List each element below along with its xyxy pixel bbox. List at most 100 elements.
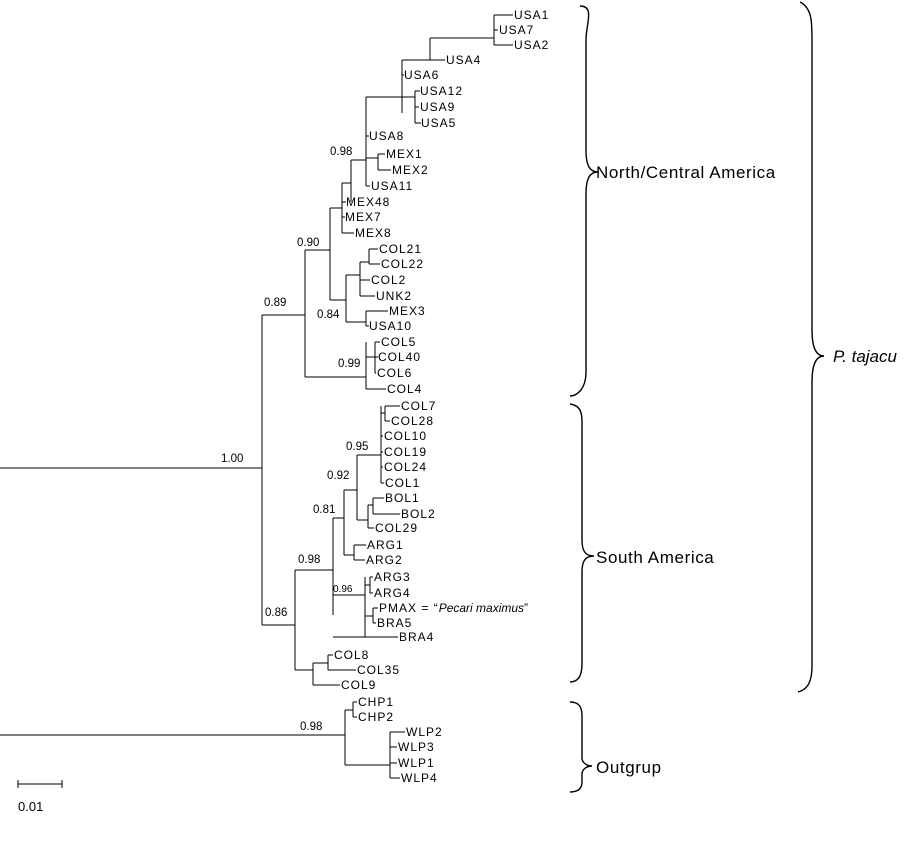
support-value: 0.92 [327, 470, 349, 482]
support-values: 0.98 0.90 0.89 0.84 0.99 1.00 0.95 0.92 … [221, 146, 368, 733]
taxon-label: MEX1 [386, 147, 423, 161]
support-value: 0.89 [264, 297, 286, 309]
branch-095 [357, 406, 382, 483]
branch-arg12 [344, 545, 355, 560]
taxon-label: COL22 [381, 257, 424, 271]
taxon-label: USA11 [371, 179, 413, 193]
taxon-label: MEX8 [355, 226, 392, 240]
branch-092 [344, 455, 358, 520]
taxon-label: COL5 [381, 335, 416, 349]
branch-090 [305, 208, 331, 300]
support-value: 0.98 [300, 721, 322, 733]
taxon-label: ARG2 [366, 553, 403, 567]
taxon-label: COL4 [387, 382, 422, 396]
taxon-label: USA6 [404, 68, 439, 82]
taxon-label: ARG1 [367, 538, 404, 552]
taxon-label: COL7 [401, 399, 436, 413]
clade-label-north-central: North/Central America [596, 163, 776, 182]
branch-098-sa [295, 518, 334, 615]
pmax-prefix: PMAX = “ [379, 601, 439, 615]
branch-arg34 [365, 577, 371, 593]
support-value: 0.98 [298, 554, 320, 566]
taxon-label: COL21 [379, 242, 422, 256]
species-label: P. tajacu [833, 347, 898, 366]
clade-label-outgroup: Outgrup [596, 758, 662, 777]
support-value: 0.99 [338, 358, 360, 370]
taxon-label: COL10 [384, 429, 427, 443]
clade-label-south: South America [596, 548, 714, 567]
clade-labels: North/Central America South America Outg… [596, 163, 898, 777]
taxon-label: USA8 [369, 129, 404, 143]
taxon-label: USA7 [499, 23, 534, 37]
taxon-label: USA9 [420, 100, 455, 114]
taxon-label: COL2 [371, 273, 406, 287]
taxon-label: WLP2 [406, 725, 443, 739]
scale-bar-label: 0.01 [18, 799, 43, 814]
branch-nca [262, 250, 306, 377]
branch-099 [305, 342, 367, 389]
support-value: 0.90 [297, 237, 319, 249]
taxon-label: MEX3 [389, 304, 426, 318]
taxon-label: UNK2 [376, 289, 412, 303]
tree-branches [0, 14, 513, 779]
taxon-label: USA10 [369, 319, 412, 333]
scale-bar: 0.01 [17, 780, 63, 814]
branch-chp [345, 702, 354, 717]
branch-root-main [0, 315, 263, 625]
support-value: 0.84 [317, 309, 340, 321]
taxon-label: COL8 [334, 648, 369, 662]
taxon-label: COL19 [384, 445, 427, 459]
taxon-label: WLP4 [401, 771, 438, 785]
taxon-labels: USA1 USA7 USA2 USA4 USA6 USA12 USA9 USA5… [334, 8, 549, 785]
taxon-label: COL40 [378, 350, 421, 364]
branch-bol-col29 [357, 505, 369, 528]
taxon-label: USA1 [514, 8, 549, 22]
taxon-label: ARG3 [374, 570, 411, 584]
branch-mex-098 [366, 154, 379, 170]
branch-usa-147 [430, 15, 495, 45]
clade-braces [569, 1, 825, 793]
branch-081 [333, 490, 345, 555]
branch-wlp [345, 732, 391, 778]
pmax-suffix: ” [524, 601, 529, 615]
branch-usa-clade [366, 60, 403, 113]
branch-b [342, 160, 352, 202]
taxon-label: CHP1 [358, 695, 394, 709]
branch-col5-6 [366, 342, 376, 373]
brace-species [797, 1, 825, 693]
taxon-label: COL24 [384, 460, 427, 474]
taxon-label: ARG4 [374, 586, 411, 600]
taxon-label: WLP1 [398, 756, 435, 770]
taxon-label: USA12 [420, 84, 463, 98]
branch-usa-top [402, 38, 431, 61]
taxon-label: BRA5 [377, 616, 412, 630]
taxon-label: BRA4 [399, 630, 434, 644]
support-value: 0.86 [265, 607, 287, 619]
taxon-label-pmax: PMAX = “Pecari maximus” [379, 601, 529, 615]
support-value: 0.95 [346, 441, 368, 453]
branch-a [330, 183, 343, 233]
branch-bol [368, 498, 374, 514]
taxon-label: MEX48 [346, 195, 390, 209]
taxon-label: MEX7 [345, 210, 382, 224]
branch-col-sub [346, 262, 361, 296]
branch-col8-35 [313, 655, 329, 670]
brace-south [569, 403, 595, 683]
taxon-label: COL29 [375, 521, 418, 535]
taxon-label: COL1 [385, 476, 420, 490]
taxon-label: USA4 [446, 53, 481, 67]
brace-outgroup [569, 701, 593, 793]
scale-bar-line [17, 780, 63, 788]
branch-c [351, 97, 367, 186]
branch-sa [262, 570, 296, 670]
branch-096 [333, 577, 366, 637]
branch-usa-polytomy [402, 91, 416, 123]
support-value: 1.00 [221, 453, 243, 465]
taxon-label: COL6 [377, 366, 412, 380]
support-value: 0.96 [333, 584, 353, 595]
support-value: 0.81 [313, 504, 335, 516]
taxon-label: BOL1 [385, 491, 420, 505]
branch-col8-35-9 [295, 663, 314, 685]
taxon-label: USA5 [421, 116, 456, 130]
taxon-label: CHP2 [358, 710, 394, 724]
